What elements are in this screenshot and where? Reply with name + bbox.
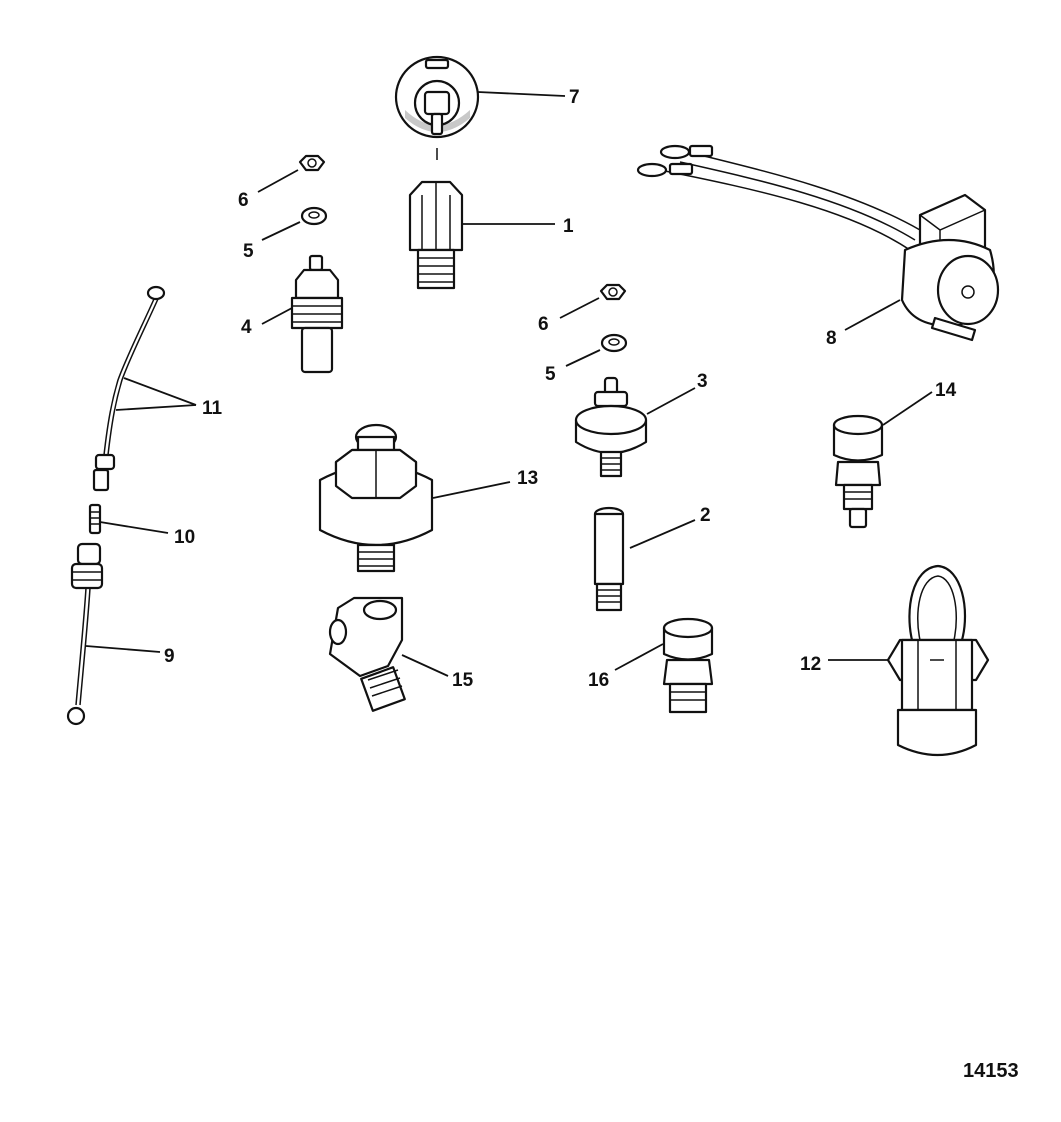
leader-11b xyxy=(115,404,197,411)
callout-6-left: 6 xyxy=(238,190,249,211)
callout-13: 13 xyxy=(517,468,538,489)
callout-10: 10 xyxy=(174,527,195,548)
callout-11: 11 xyxy=(202,398,223,419)
callout-7: 7 xyxy=(569,87,580,108)
part-1-adaptor xyxy=(408,180,464,290)
leader-7 xyxy=(477,91,566,97)
callout-5-left: 5 xyxy=(243,241,254,262)
part-12-sender xyxy=(886,564,990,757)
part-2-pipe xyxy=(593,506,625,612)
leader-8 xyxy=(844,299,901,331)
part-5-washer-right xyxy=(600,333,628,353)
figure-number: 14153 xyxy=(963,1060,1019,1082)
leader-10 xyxy=(99,521,169,534)
leader-3 xyxy=(646,387,696,415)
leader-15 xyxy=(401,654,449,677)
leader-6-left xyxy=(257,169,299,193)
leader-16 xyxy=(614,643,664,671)
part-6-nut-right xyxy=(599,283,627,301)
part-4-switch xyxy=(290,254,344,374)
part-13-sensor xyxy=(318,423,434,573)
leader-6-right xyxy=(559,297,600,319)
part-6-nut-left xyxy=(298,154,326,172)
part-16-fitting xyxy=(662,617,714,714)
callout-2: 2 xyxy=(700,505,711,526)
part-9-lead xyxy=(66,542,104,726)
callout-3: 3 xyxy=(697,371,708,392)
leader-14 xyxy=(882,391,933,426)
part-11-lead xyxy=(92,285,166,492)
part-10-pin xyxy=(88,503,102,535)
leader-13 xyxy=(432,481,511,499)
leader-9 xyxy=(85,645,161,653)
callout-12: 12 xyxy=(800,654,821,675)
leader-2 xyxy=(629,519,696,549)
callout-4: 4 xyxy=(241,317,252,338)
leader-11a xyxy=(123,377,197,406)
callout-16: 16 xyxy=(588,670,609,691)
callout-6-right: 6 xyxy=(538,314,549,335)
part-8-solenoid xyxy=(636,144,1000,342)
leader-5-left xyxy=(261,221,301,241)
callout-8: 8 xyxy=(826,328,837,349)
part-15-elbow xyxy=(328,596,406,712)
part-7-sender xyxy=(394,55,480,160)
callout-1: 1 xyxy=(563,216,574,237)
callout-9: 9 xyxy=(164,646,175,667)
callout-14: 14 xyxy=(935,380,957,401)
leader-5-right xyxy=(565,349,601,367)
leader-4 xyxy=(261,307,293,325)
part-3-switch xyxy=(574,376,648,478)
callout-15: 15 xyxy=(452,670,474,691)
part-5-washer-left xyxy=(300,206,328,226)
part-14-fitting xyxy=(832,414,884,529)
callout-5-right: 5 xyxy=(545,364,556,385)
